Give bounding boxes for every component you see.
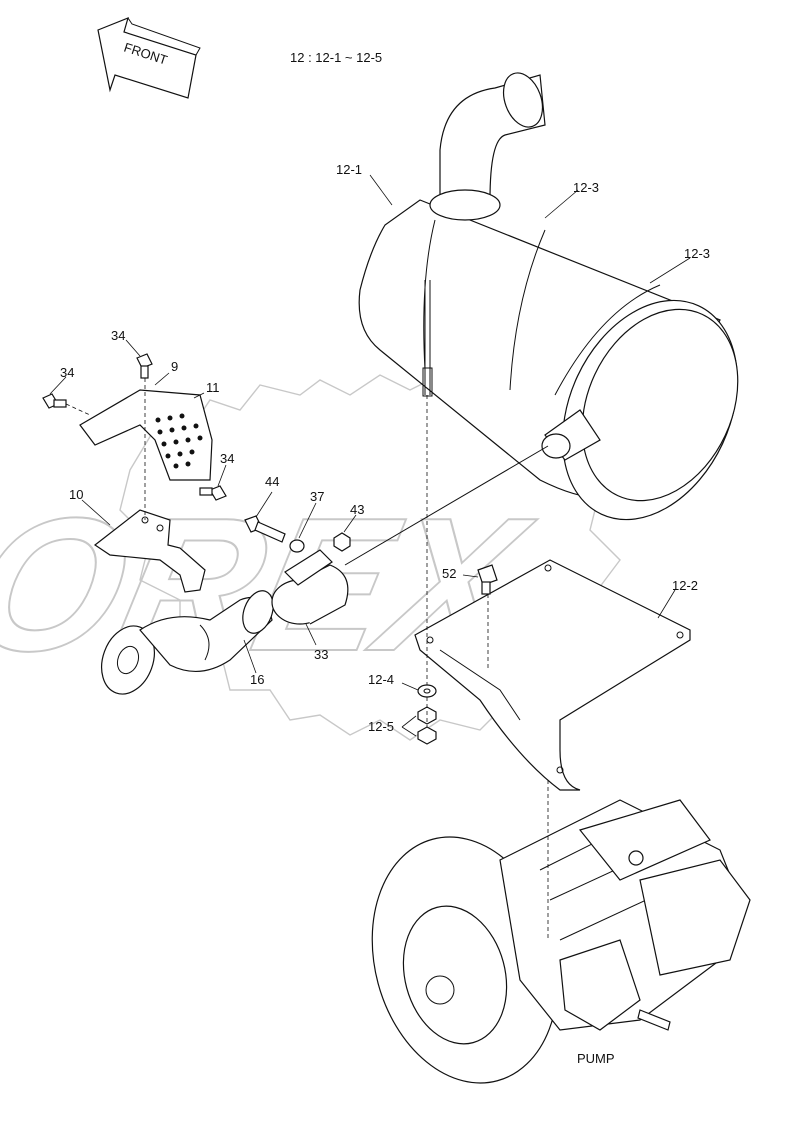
- exhaust-pipe: [101, 590, 274, 695]
- clamp: [271, 549, 349, 625]
- bolt-34-left: [42, 393, 67, 409]
- callout-34-top: 34: [111, 328, 125, 343]
- callout-10: 10: [69, 487, 83, 502]
- callout-12-2: 12-2: [672, 578, 698, 593]
- muffler: [358, 72, 739, 521]
- callout-33: 33: [314, 647, 328, 662]
- callout-44: 44: [265, 474, 279, 489]
- bolt-44: [244, 515, 286, 543]
- front-direction-arrow: FRONT: [97, 16, 201, 99]
- callout-34-right: 34: [220, 451, 234, 466]
- heat-shield: [79, 389, 213, 481]
- bolt-52: [477, 564, 498, 595]
- callout-34-left: 34: [60, 365, 74, 380]
- callout-pump: PUMP: [577, 1051, 615, 1066]
- pipe-bracket: [93, 509, 206, 593]
- callout-11: 11: [206, 380, 220, 395]
- washer-37: [289, 539, 305, 553]
- callout-12-3-upper: 12-3: [573, 180, 599, 195]
- callout-16: 16: [250, 672, 264, 687]
- bolt-34-top: [136, 353, 153, 379]
- callouts: 12-1 12-3 12-3 12-2 12-4 12-5 52 34 34 3…: [60, 162, 710, 1066]
- callout-12-1: 12-1: [336, 162, 362, 177]
- callout-12-5: 12-5: [368, 719, 394, 734]
- nut-43: [333, 532, 351, 552]
- alignment-lines: [65, 378, 549, 940]
- callout-37: 37: [310, 489, 324, 504]
- muffler-bracket: [414, 559, 691, 791]
- callout-52: 52: [442, 566, 456, 581]
- callout-9: 9: [171, 359, 178, 374]
- callout-12-3-lower: 12-3: [684, 246, 710, 261]
- pump-assembly: [371, 799, 751, 1084]
- bolt-34-right: [199, 485, 227, 501]
- callout-12-4: 12-4: [368, 672, 394, 687]
- callout-43: 43: [350, 502, 364, 517]
- leader-lines: [49, 174, 691, 737]
- group-reference: 12 : 12-1 ~ 12-5: [290, 50, 382, 65]
